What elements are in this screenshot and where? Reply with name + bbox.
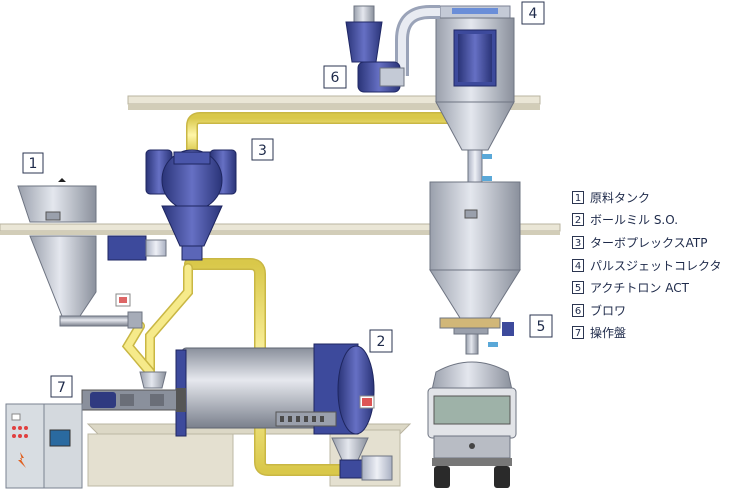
legend-item: 1 原料タンク [572,186,740,209]
mill-drive [81,371,186,412]
callout-3: 3 [251,138,274,161]
legend-number: 5 [572,281,584,295]
callout-1: 1 [22,152,44,174]
legend-label: ブロワ [590,303,627,318]
svg-text:5: 5 [537,319,546,335]
legend-item: 7 操作盤 [572,322,740,345]
legend-label: ターボプレックスATP [590,235,708,250]
legend-number: 1 [572,190,584,204]
legend-label: 原料タンク [590,190,651,205]
legend-number: 4 [572,258,584,272]
legend-label: パルスジェットコレクタ [590,258,722,273]
yellow-pipe-system [121,112,462,476]
legend-number: 2 [572,213,584,227]
legend-item: 2 ボールミル S.O. [572,209,740,232]
legend-label: アクチトロン ACT [590,281,689,296]
equipment-legend: 1 原料タンク 2 ボールミル S.O. 3 ターボプレックスATP 4 パルス… [572,186,740,344]
legend-number: 3 [572,235,584,249]
svg-text:3: 3 [258,143,267,159]
legend-label: 操作盤 [590,326,627,341]
legend-item: 3 ターボプレックスATP [572,231,740,254]
legend-number: 7 [572,326,584,340]
turboplex-classifier [107,149,237,261]
legend-item: 6 ブロワ [572,299,740,322]
callout-4: 4 [521,1,545,25]
pulse-jet-collector [435,5,515,183]
legend-number: 6 [572,303,584,317]
blower [345,5,440,93]
svg-text:4: 4 [529,6,538,22]
svg-text:6: 6 [331,70,340,86]
actitron-silo [429,181,521,355]
callout-6: 6 [323,65,347,89]
svg-text:7: 7 [57,380,66,396]
legend-item: 4 パルスジェットコレクタ [572,254,740,277]
callout-2: 2 [369,329,393,353]
svg-text:2: 2 [377,334,386,350]
svg-text:1: 1 [29,156,38,172]
raw-material-tank [17,178,143,329]
tank-truck [427,361,517,488]
callout-5: 5 [529,314,553,338]
operation-panel [5,403,83,489]
legend-item: 5 アクチトロン ACT [572,276,740,299]
legend-label: ボールミル S.O. [590,213,679,228]
middle-platform [0,223,561,235]
callout-7: 7 [50,375,73,398]
